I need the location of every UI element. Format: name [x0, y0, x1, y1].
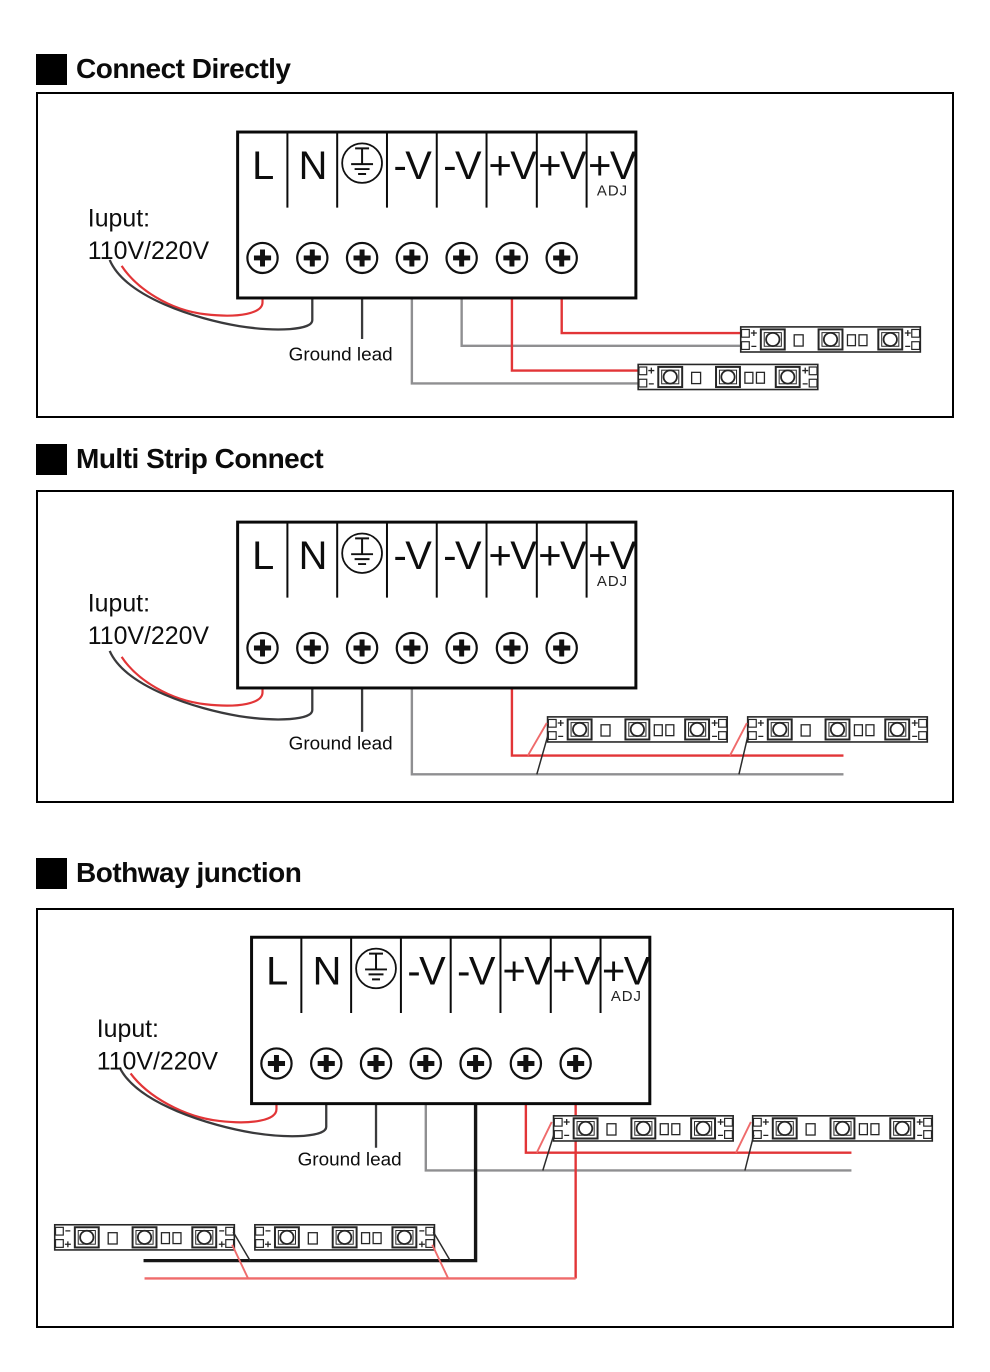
section-1-header: Connect Directly	[36, 53, 291, 85]
adj-label: ADJ	[597, 574, 628, 590]
led-strip-a	[548, 717, 728, 742]
ground-lead-label: Ground lead	[298, 1149, 402, 1170]
jumper-positive-strip-b	[729, 722, 748, 757]
ground-lead-label: Ground lead	[289, 344, 393, 365]
ground-lead-label: Ground lead	[289, 733, 393, 754]
terminal-label-positive-2: +V	[552, 949, 601, 993]
section-1-diagram: L N -V -V +V +V +V ADJ Iuput: 110V/220V …	[88, 130, 952, 416]
input-label-line1: Iuput:	[88, 205, 150, 232]
jumper-negative-strip-d	[744, 1134, 755, 1171]
terminal-cell-dividers	[286, 522, 588, 598]
terminal-label-negative-1: -V	[393, 144, 432, 188]
terminal-block: L N -V -V +V +V +V ADJ	[236, 520, 638, 690]
title-square-icon	[36, 857, 67, 889]
led-strip-c	[554, 1116, 734, 1141]
terminal-label-negative-1: -V	[407, 949, 446, 993]
section-3-diagram: L N -V -V +V +V +V ADJ Iuput: 110V/220V …	[38, 935, 952, 1280]
section-3-header: Bothway junction	[36, 857, 302, 889]
section-2-header: Multi Strip Connect	[36, 443, 324, 475]
adj-label: ADJ	[597, 184, 628, 200]
terminal-label-neutral: N	[313, 949, 340, 993]
terminal-label-live: L	[252, 144, 273, 188]
section-3-title: Bothway junction	[76, 857, 302, 888]
terminal-label-live: L	[266, 949, 287, 993]
led-strip-b	[748, 717, 928, 742]
jumper-positive-strip-e	[231, 1244, 249, 1279]
led-strip-2	[638, 364, 818, 389]
led-strip-d	[753, 1116, 933, 1141]
jumper-negative-strip-f	[432, 1231, 451, 1262]
wire-negative-bus-right	[424, 1078, 852, 1172]
jumper-positive-strip-a	[527, 722, 548, 757]
terminal-cell-dividers	[286, 132, 588, 208]
terminal-cell-dividers	[300, 937, 602, 1014]
wire-neutral-input	[108, 650, 314, 721]
wire-live-input	[120, 656, 264, 707]
terminal-label-live: L	[252, 534, 273, 578]
section-2-diagram-box: L N -V -V +V +V +V ADJ Iuput: 110V/220V …	[36, 490, 954, 803]
section-2-title: Multi Strip Connect	[76, 443, 324, 474]
wire-live-input	[120, 265, 264, 317]
terminal-label-positive-2: +V	[538, 144, 587, 188]
title-square-icon	[36, 53, 67, 85]
input-label-line2: 110V/220V	[97, 1049, 219, 1076]
input-label-line2: 110V/220V	[88, 623, 210, 650]
section-2-diagram: L N -V -V +V +V +V ADJ Iuput: 110V/220V …	[88, 520, 952, 776]
wire-negative-to-strip2	[410, 272, 640, 385]
wire-neutral-input	[118, 1066, 328, 1138]
jumper-negative-strip-e	[232, 1231, 251, 1262]
wire-positive-to-strip2	[510, 272, 640, 372]
wire-negative-bus-left	[143, 1078, 478, 1263]
terminal-label-negative-1: -V	[393, 534, 432, 578]
wire-negative-bus	[410, 662, 844, 776]
jumper-negative-strip-a	[536, 735, 549, 775]
led-strip-1	[741, 327, 921, 352]
section-1-diagram-box: L N -V -V +V +V +V ADJ Iuput: 110V/220V …	[36, 92, 954, 418]
terminal-label-positive-1: +V	[489, 534, 538, 578]
wire-live-input	[129, 1072, 278, 1124]
jumper-positive-strip-c	[535, 1121, 553, 1154]
jumper-positive-strip-f	[431, 1244, 450, 1279]
adj-label: ADJ	[611, 989, 642, 1005]
input-label-line1: Iuput:	[88, 591, 150, 618]
terminal-label-positive-adj: +V	[588, 144, 637, 188]
input-label-line2: 110V/220V	[88, 238, 210, 265]
wire-neutral-input	[108, 259, 314, 331]
terminal-label-positive-1: +V	[502, 949, 551, 993]
input-label-line1: Iuput:	[97, 1016, 159, 1043]
terminal-label-positive-2: +V	[538, 534, 587, 578]
terminal-label-positive-adj: +V	[602, 949, 651, 993]
terminal-block: L N -V -V +V +V +V ADJ	[250, 935, 652, 1106]
jumper-negative-strip-c	[542, 1134, 555, 1171]
jumper-positive-strip-d	[735, 1121, 752, 1154]
wire-positive-bus	[510, 662, 844, 757]
title-square-icon	[36, 443, 67, 475]
section-1-title: Connect Directly	[76, 53, 291, 84]
terminal-label-neutral: N	[299, 144, 326, 188]
terminal-label-negative-2: -V	[457, 949, 496, 993]
terminal-block: L N -V -V +V +V +V ADJ	[236, 130, 638, 300]
jumper-negative-strip-b	[738, 735, 749, 775]
led-strip-f	[255, 1225, 435, 1250]
terminal-label-positive-1: +V	[489, 144, 538, 188]
terminal-label-neutral: N	[299, 534, 326, 578]
terminal-label-negative-2: -V	[443, 534, 482, 578]
terminal-label-negative-2: -V	[443, 144, 482, 188]
led-strip-e	[55, 1225, 235, 1250]
section-3-diagram-box: L N -V -V +V +V +V ADJ Iuput: 110V/220V …	[36, 908, 954, 1328]
terminal-label-positive-adj: +V	[588, 534, 637, 578]
